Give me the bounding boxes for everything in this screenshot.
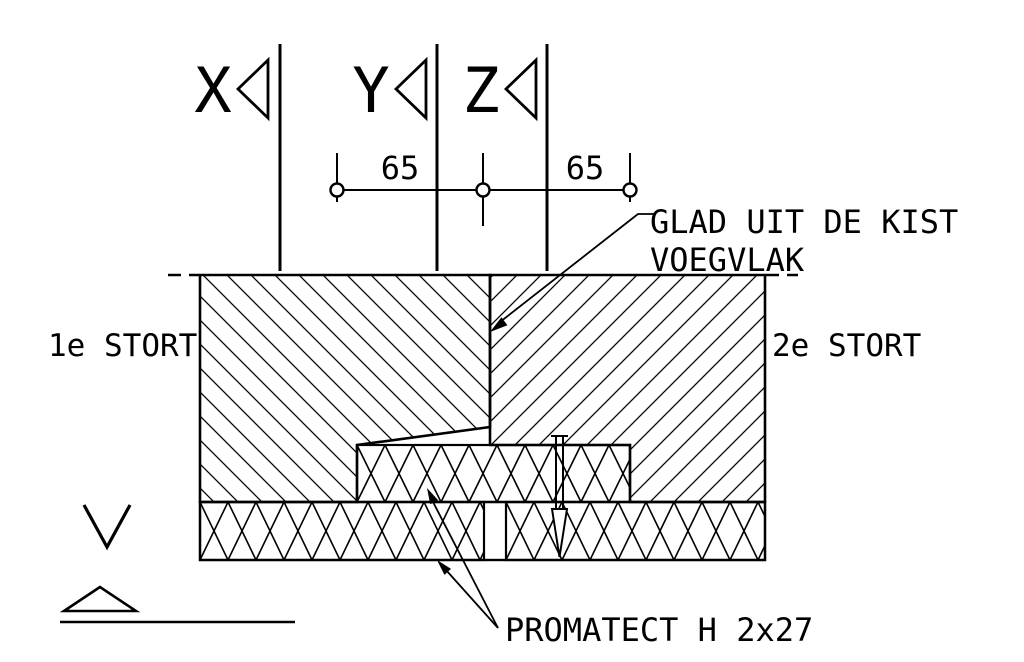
pour-left-label: 1e STORT (48, 328, 197, 364)
datum-level-symbol (59, 585, 295, 624)
dimension-value-left: 65 (381, 149, 420, 187)
section-letter-z: Z (462, 54, 499, 127)
datum-triangle-icon (59, 585, 141, 613)
joint-note-leader: GLAD UIT DE KIST VOEGVLAK (490, 203, 958, 332)
leader-line-board-lower (445, 569, 499, 629)
view-marker-v (82, 504, 132, 551)
joint-note-line2: VOEGVLAK (650, 241, 805, 279)
board-note-leader: PROMATECT H 2x27 (427, 488, 813, 649)
board-bottom-left (198, 500, 486, 562)
view-arrow-v-icon (82, 504, 132, 551)
board-note-label: PROMATECT H 2x27 (505, 611, 813, 649)
dimension-line-group: 65 65 (329, 149, 638, 226)
dimension-point-icon (622, 182, 638, 198)
dimension-point-icon (329, 182, 345, 198)
leader-arrow-icon (490, 317, 508, 332)
section-marker-z: Z (462, 44, 549, 271)
fixing-anchor-symbol (550, 435, 569, 558)
section-arrow-y-icon (393, 56, 428, 122)
leader-arrow-icon (427, 488, 439, 505)
section-letter-y: Y (352, 54, 389, 127)
board-bottom-right (504, 500, 767, 562)
section-arrow-x-icon (235, 56, 270, 122)
leader-line-board-upper (431, 499, 499, 629)
dimension-value-right: 65 (566, 149, 605, 187)
concrete-section (168, 273, 798, 504)
dimension-point-icon (475, 182, 491, 198)
leader-line-joint (499, 213, 656, 323)
pour-right-label: 2e STORT (772, 328, 921, 364)
section-arrow-z-icon (503, 56, 538, 122)
leader-arrow-icon (437, 560, 451, 575)
board-layers (198, 443, 767, 562)
joint-note-line1: GLAD UIT DE KIST (650, 203, 958, 241)
anchor-point-icon (550, 508, 569, 558)
section-marker-x: X (194, 44, 282, 271)
section-marker-y: Y (352, 44, 439, 271)
board-keyway (355, 443, 632, 504)
section-letter-x: X (194, 54, 231, 127)
